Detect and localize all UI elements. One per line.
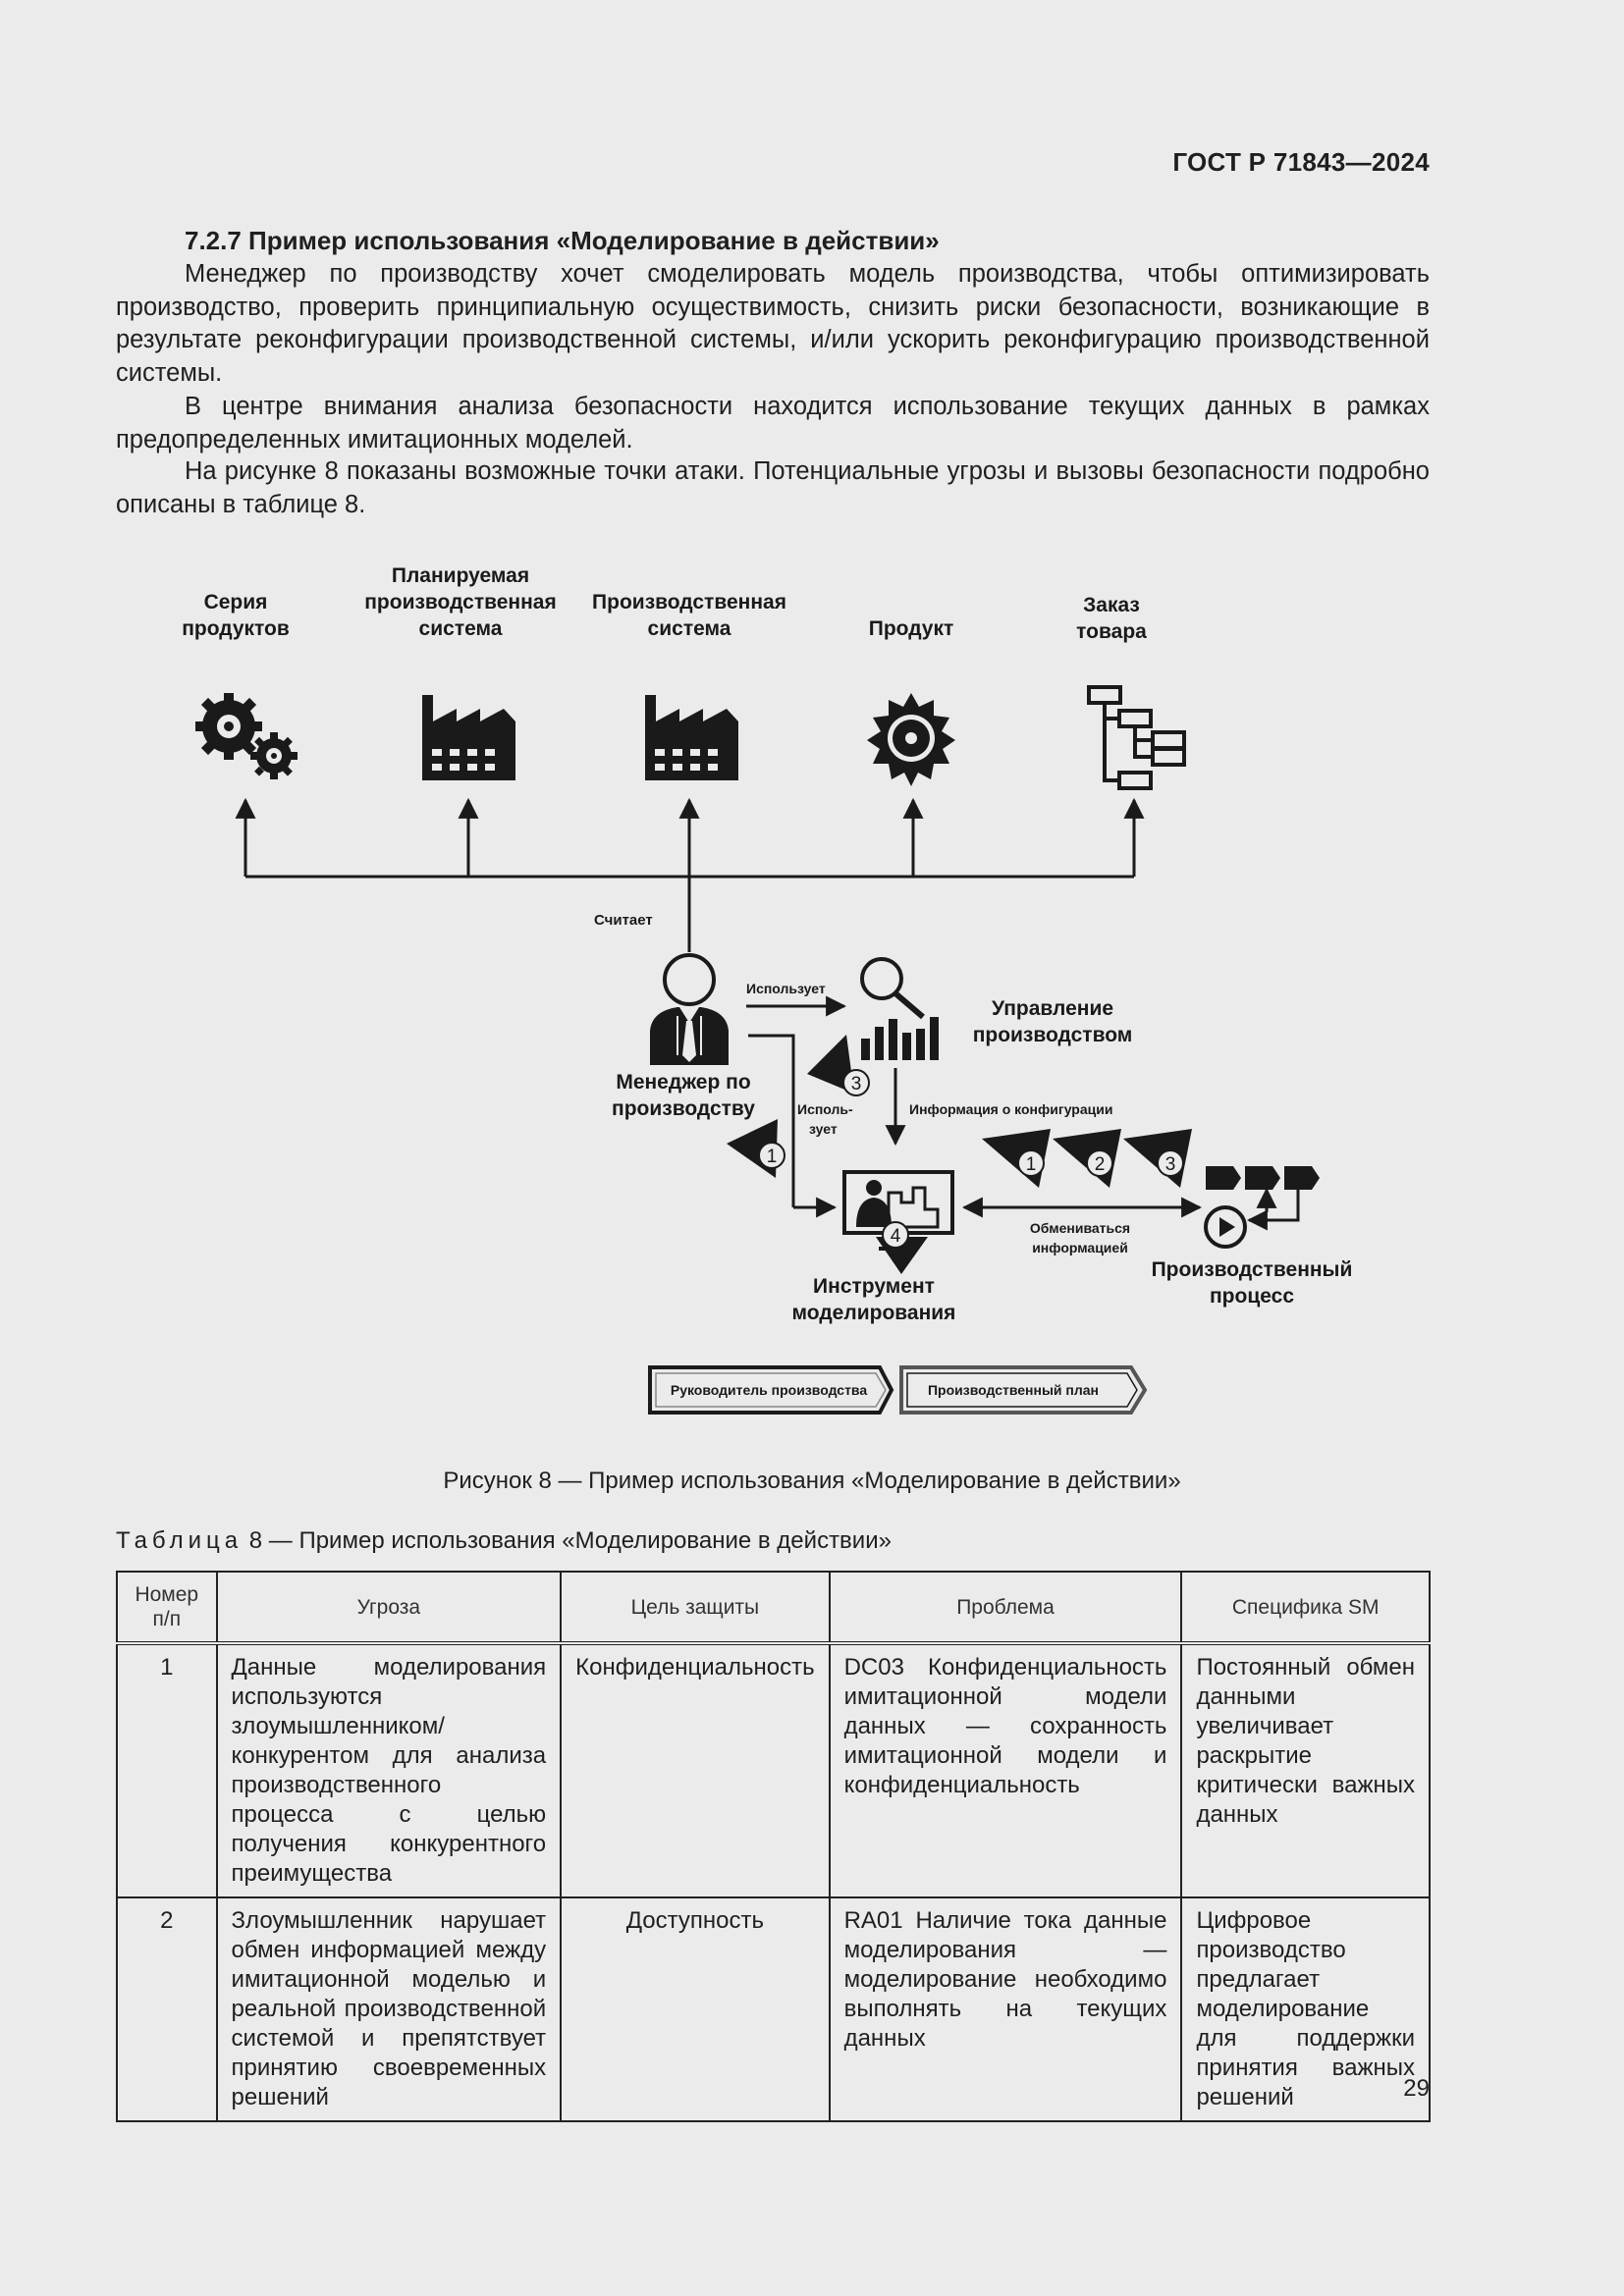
svg-text:Инструмент: Инструмент [813, 1275, 935, 1298]
header-sm: Специфика SM [1180, 1571, 1431, 1644]
cell-number: 2 [116, 1896, 218, 2122]
standard-header: ГОСТ Р 71843—2024 [1172, 147, 1430, 177]
distribution-bus [235, 797, 1145, 952]
cell-sm: Постоянный обмен данными увеличивает рас… [1180, 1641, 1431, 1898]
cell-goal: Доступность [560, 1896, 831, 2122]
factory-icon [422, 695, 515, 780]
svg-text:производству: производству [612, 1097, 755, 1120]
svg-text:Производственная: Производственная [592, 591, 786, 614]
table-row: 2 Злоумышленник нарушает обмен информаци… [116, 1896, 1431, 2122]
svg-text:производством: производством [973, 1024, 1133, 1046]
label-production-system: Производственная система [592, 591, 786, 640]
header-threat: Угроза [215, 1571, 563, 1644]
figure-8-diagram: Серия продуктов Планируемая производстве… [182, 564, 1353, 1415]
section-title: 7.2.7 Пример использования «Моделировани… [185, 226, 940, 255]
table-row: 1 Данные моделирования используются злоу… [116, 1641, 1431, 1898]
svg-text:Исполь-: Исполь- [797, 1101, 853, 1117]
legend-production-manager: Руководитель производства [648, 1365, 894, 1415]
cell-problem: DC03 Конфиденциальность имитационной мод… [828, 1641, 1183, 1898]
paragraph: В центре внимания анализа безопасности н… [116, 393, 1430, 454]
svg-text:Производственный план: Производственный план [928, 1382, 1099, 1398]
exchange-label: Обмениваться информацией [1030, 1220, 1130, 1255]
svg-text:Руководитель производства: Руководитель производства [671, 1382, 867, 1398]
svg-text:моделирования: моделирования [792, 1302, 956, 1324]
label-order: Заказ товара [1076, 594, 1147, 643]
label-product-series: Серия продуктов [182, 591, 290, 640]
svg-text:Серия: Серия [204, 591, 268, 614]
attack-point-3: 3 [807, 1035, 870, 1096]
svg-text:1: 1 [767, 1147, 778, 1167]
uses-label: Использует [746, 981, 826, 996]
cell-threat: Данные моделирования используются злоумы… [215, 1641, 563, 1898]
table-title-rest: 8 — Пример использования «Моделирование … [243, 1527, 892, 1554]
svg-text:производственная: производственная [364, 591, 557, 614]
tool-label: Инструмент моделирования [792, 1275, 956, 1324]
reads-label: Считает [594, 912, 653, 929]
cell-number: 1 [116, 1641, 218, 1898]
svg-text:2: 2 [1095, 1154, 1106, 1175]
manager-to-tool-arrow [748, 1034, 838, 1218]
svg-text:процесс: процесс [1210, 1285, 1294, 1308]
page-number: 29 [1403, 2075, 1430, 2102]
cell-goal: Конфиденциальность [560, 1641, 831, 1898]
header-problem: Проблема [828, 1571, 1183, 1644]
svg-text:зует: зует [809, 1121, 838, 1137]
svg-text:Продукт: Продукт [869, 617, 954, 640]
svg-text:продуктов: продуктов [182, 617, 290, 640]
svg-text:информацией: информацией [1032, 1240, 1128, 1255]
paragraph: Менеджер по производству хочет смоделиро… [116, 260, 1430, 387]
legend-production-plan: Производственный план [899, 1365, 1148, 1415]
svg-text:система: система [648, 617, 731, 640]
manager-label: Менеджер по производству [612, 1071, 755, 1120]
cell-threat: Злоумышленник нарушает обмен информацией… [215, 1896, 563, 2122]
product-gear-icon [867, 693, 955, 786]
svg-text:3: 3 [1165, 1154, 1176, 1175]
attack-point-4: 4 [876, 1221, 928, 1274]
attack-point-config-1: 1 [982, 1129, 1051, 1188]
figure-caption: Рисунок 8 — Пример использования «Модели… [443, 1468, 1181, 1494]
svg-text:Планируемая: Планируемая [392, 564, 529, 587]
process-label: Производственный процесс [1152, 1258, 1353, 1308]
svg-text:Менеджер по: Менеджер по [616, 1071, 750, 1094]
manager-person-icon [650, 953, 729, 1065]
svg-text:система: система [419, 617, 503, 640]
paragraph: На рисунке 8 показаны возможные точки ат… [116, 457, 1430, 518]
svg-text:3: 3 [851, 1074, 862, 1095]
svg-text:товара: товара [1076, 620, 1147, 643]
table-header-row: Номер п/п Угроза Цель защиты Проблема Сп… [116, 1571, 1431, 1644]
attack-point-1: 1 [727, 1119, 785, 1178]
production-management-label: Управление производством [973, 997, 1133, 1046]
header-goal: Цель защиты [560, 1571, 831, 1644]
threats-table: Номер п/п Угроза Цель защиты Проблема Сп… [116, 1571, 1431, 2122]
cell-problem: RA01 Наличие тока данные моделирования —… [828, 1896, 1183, 2122]
cell-sm: Цифровое производство предлагает моделир… [1180, 1896, 1431, 2122]
svg-text:1: 1 [1026, 1154, 1037, 1175]
attack-point-config-3: 3 [1123, 1129, 1192, 1188]
svg-text:4: 4 [891, 1226, 901, 1247]
label-planned-system: Планируемая производственная система [364, 564, 557, 640]
svg-text:Производственный: Производственный [1152, 1258, 1353, 1281]
gears-icon [195, 693, 298, 779]
table-title-prefix: Таблица [116, 1527, 244, 1554]
svg-text:Управление: Управление [992, 997, 1113, 1020]
header-number: Номер п/п [116, 1571, 218, 1644]
table-title: Таблица 8 — Пример использования «Модели… [116, 1527, 892, 1555]
order-hierarchy-icon [1087, 685, 1186, 790]
label-product: Продукт [869, 617, 954, 640]
svg-text:Обмениваться: Обмениваться [1030, 1220, 1130, 1236]
attack-point-config-2: 2 [1053, 1129, 1121, 1188]
config-info-label: Информация о конфигурации [909, 1101, 1112, 1117]
production-management-icon [860, 957, 939, 1060]
production-process-icon [1204, 1166, 1320, 1249]
factory-icon [645, 695, 738, 780]
svg-text:Заказ: Заказ [1083, 594, 1140, 616]
uses-split-label: Исполь- зует [797, 1101, 853, 1137]
